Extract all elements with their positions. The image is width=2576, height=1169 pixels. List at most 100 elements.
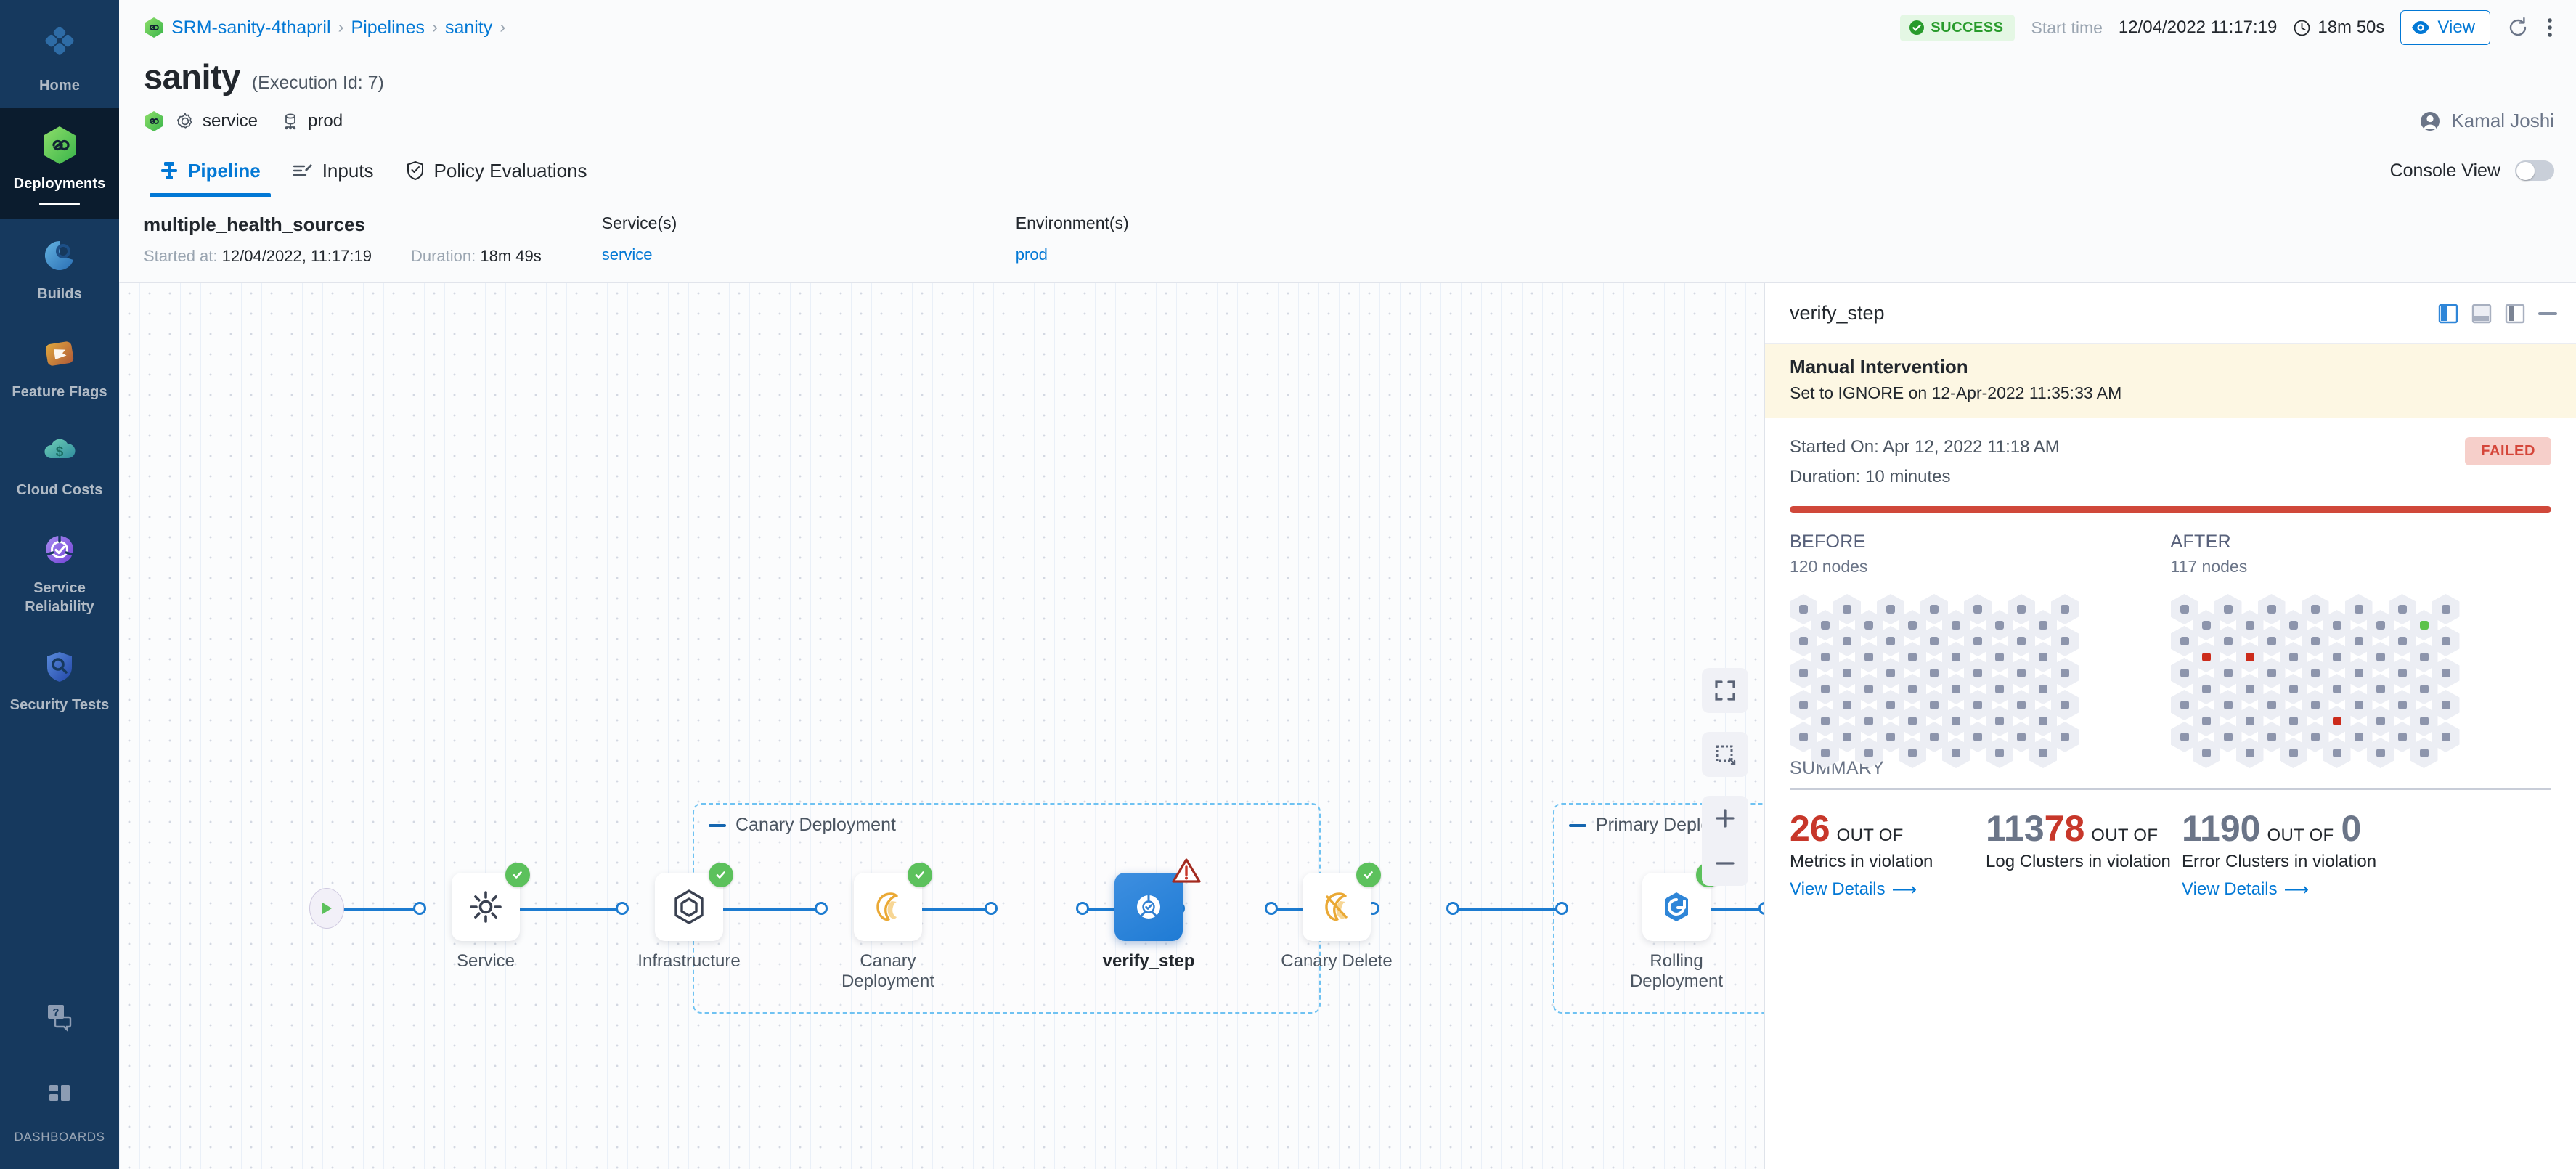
sidebar-item-builds[interactable]: Builds (0, 219, 119, 317)
node-hex-dot (2017, 701, 2026, 709)
sidebar-item-home[interactable]: Home (0, 10, 119, 108)
node-hex[interactable] (2051, 722, 2079, 752)
more-vertical-icon[interactable] (2546, 16, 2554, 39)
svg-text:?: ? (52, 1006, 59, 1019)
arrow-right-icon: ⟶ (1891, 879, 1917, 900)
node-port (985, 902, 998, 915)
node-hex-dot (2354, 701, 2363, 709)
tab-inputs[interactable]: Inputs (277, 144, 390, 197)
pipeline-graph-canvas[interactable]: Canary Deployment Primary Deploy... (119, 283, 1764, 1169)
graph-node-verify-step[interactable]: verify_step (1087, 858, 1210, 972)
environments-value[interactable]: prod (1015, 245, 1048, 264)
sidebar-item-help[interactable]: ? (0, 987, 119, 1072)
selection-box-icon[interactable] (1702, 732, 1748, 777)
console-view-toggle[interactable]: Console View (2390, 144, 2554, 197)
edge (1657, 908, 1764, 911)
view-button[interactable]: View (2400, 10, 2490, 45)
collapse-icon[interactable] (709, 823, 726, 827)
pane-left-icon[interactable] (2438, 303, 2458, 325)
help-chat-icon: ? (37, 994, 82, 1039)
pane-bottom-icon[interactable] (2471, 303, 2492, 325)
gear-icon (176, 112, 195, 131)
node-hex-dot (1973, 605, 1982, 614)
tab-pipeline[interactable]: Pipeline (144, 144, 277, 197)
service-chip[interactable]: service (176, 111, 258, 131)
tab-policy-evaluations[interactable]: Policy Evaluations (390, 144, 603, 197)
node-box[interactable] (1303, 863, 1381, 941)
node-box[interactable] (1642, 863, 1721, 941)
node-hex[interactable] (2432, 722, 2460, 752)
sidebar-item-security-tests[interactable]: Security Tests (0, 630, 119, 728)
node-hex[interactable] (2432, 690, 2460, 720)
node-hex[interactable] (2432, 626, 2460, 656)
step-status-badge: FAILED (2465, 437, 2551, 465)
view-details-link-metrics[interactable]: View Details ⟶ (1790, 879, 1917, 900)
detail-panel-body: Started On: Apr 12, 2022 11:18 AM Durati… (1765, 418, 2576, 1169)
fit-screen-icon[interactable] (1702, 668, 1748, 713)
stage-times: Started at: 12/04/2022, 11:17:19 Duratio… (144, 247, 542, 266)
node-hex-dot (2267, 637, 2276, 645)
breadcrumb-sanity[interactable]: sanity (444, 17, 493, 38)
node-hex[interactable] (2051, 626, 2079, 656)
gear-icon (467, 888, 505, 926)
graph-node-canary-deployment[interactable]: Canary Deployment (826, 863, 950, 993)
sidebar-item-feature-flags[interactable]: Feature Flags (0, 317, 119, 415)
console-view-switch[interactable] (2515, 160, 2554, 181)
node-hex[interactable] (2432, 658, 2460, 688)
node-hex[interactable] (2432, 594, 2460, 624)
summary-card-metrics: 26 OUT OF Metrics in violation View Deta… (1790, 810, 1986, 900)
sidebar-item-deployments[interactable]: Deployments (0, 108, 119, 219)
node-port (1758, 902, 1764, 915)
node-hex-dot (2223, 637, 2233, 645)
node-hex-dot (2419, 749, 2429, 757)
zoom-in-icon[interactable] (1702, 796, 1748, 841)
pane-right-icon[interactable] (2505, 303, 2525, 325)
user-profile[interactable]: Kamal Joshi (2419, 110, 2554, 132)
node-hex[interactable] (2051, 658, 2079, 688)
node-hex-dot (1843, 637, 1851, 645)
node-box[interactable] (1114, 858, 1201, 941)
node-hex-dot (1843, 669, 1851, 677)
check-circle-icon (1909, 20, 1925, 36)
services-value[interactable]: service (601, 245, 653, 264)
node-label: Canary Delete (1281, 951, 1393, 971)
node-hex-dot (2267, 605, 2276, 614)
node-hex-dot (2061, 733, 2069, 741)
before-node-hexgrid[interactable] (1790, 594, 2171, 768)
environment-chip[interactable]: prod (281, 111, 343, 131)
minimize-icon[interactable] (2538, 311, 2557, 315)
view-details-link-error-clusters[interactable]: View Details ⟶ (2182, 879, 2309, 900)
node-hex-dot (2354, 605, 2363, 614)
breadcrumb-project[interactable]: SRM-sanity-4thapril (171, 17, 331, 38)
sidebar-item-label: Home (39, 78, 80, 94)
node-port (815, 902, 828, 915)
zoom-out-icon[interactable] (1702, 841, 1748, 886)
graph-node-rolling-deployment[interactable]: Rolling Deployment (1615, 863, 1738, 993)
node-hex[interactable] (2051, 594, 2079, 624)
graph-node-service[interactable]: Service (424, 863, 547, 972)
after-node-hexgrid[interactable] (2170, 594, 2552, 768)
node-port (1265, 902, 1278, 915)
before-after-row: BEFORE 120 nodes AFTER 117 nodes (1790, 531, 2552, 768)
graph-node-infrastructure[interactable]: Infrastructure (627, 863, 751, 972)
node-hex-dot (1843, 733, 1851, 741)
node-hex-dot (1952, 653, 1960, 661)
sidebar-item-cloud-costs[interactable]: $ Cloud Costs (0, 415, 119, 513)
collapse-icon[interactable] (1569, 823, 1586, 827)
breadcrumb-pipelines[interactable]: Pipelines (351, 17, 425, 38)
node-box[interactable] (655, 863, 733, 941)
summary-out-of: OUT OF (2267, 826, 2334, 845)
node-box[interactable] (854, 863, 932, 941)
node-hex-dot (1864, 749, 1873, 757)
graph-node-canary-delete[interactable]: Canary Delete (1275, 863, 1398, 972)
pipeline-start-node[interactable] (309, 888, 344, 929)
node-hex-dot (2223, 733, 2233, 741)
node-box[interactable] (452, 863, 530, 941)
node-hex-dot (2332, 621, 2341, 630)
node-hex-dot (2180, 637, 2189, 645)
sidebar-item-dashboards[interactable]: DASHBOARDS (0, 1072, 119, 1144)
summary-num-secondary: 78 (2044, 808, 2085, 849)
refresh-icon[interactable] (2506, 16, 2530, 39)
sidebar-item-service-reliability[interactable]: Service Reliability (0, 513, 119, 630)
node-hex[interactable] (2051, 690, 2079, 720)
